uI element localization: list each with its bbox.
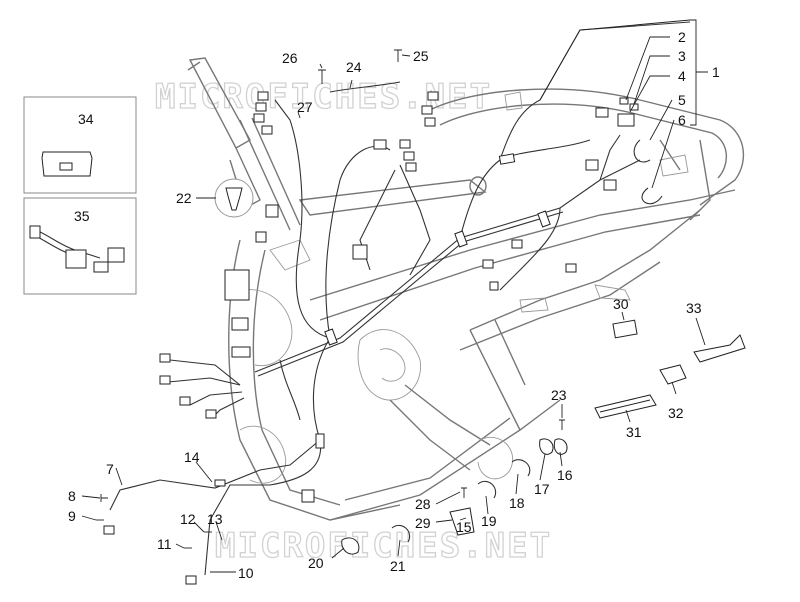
callout-8: 8 [68,488,76,504]
scooter-frame [187,57,745,521]
callout-30: 30 [613,296,629,312]
callout-20: 20 [308,555,324,571]
callout-16: 16 [557,467,573,483]
callout-3: 3 [678,48,686,64]
callout-15: 15 [456,519,472,535]
callout-17: 17 [534,481,550,497]
callout-26: 26 [282,50,298,66]
watermark-top: MICROFICHES.NET [155,77,492,117]
callout-6: 6 [678,112,686,128]
callout-23: 23 [551,387,567,403]
callout-13: 13 [207,511,223,527]
callout-10: 10 [238,565,254,581]
callout-19: 19 [481,513,497,529]
callout-7: 7 [106,461,114,477]
inset-34 [23,96,137,194]
callout-34: 34 [78,111,94,127]
callout-29: 29 [415,515,431,531]
callout-32: 32 [668,405,684,421]
callout-25: 25 [413,48,429,64]
connectors [103,91,635,585]
callout-2: 2 [678,29,686,45]
watermark-group: MICROFICHES.NET MICROFICHES.NET [154,76,552,566]
callout-24: 24 [346,59,362,75]
part-22-grommet [214,178,254,218]
callout-18: 18 [509,495,525,511]
callout-14: 14 [184,449,200,465]
callout-5: 5 [678,92,686,108]
callout-22: 22 [176,190,192,206]
callout-labels: 1 2 3 4 5 6 7 8 9 10 11 12 13 14 15 16 1… [68,29,720,581]
callout-1: 1 [712,64,720,80]
callout-11: 11 [157,536,172,552]
callout-27: 27 [297,99,313,115]
callout-9: 9 [68,508,76,524]
callout-12: 12 [180,511,196,527]
inset-35 [23,197,137,295]
watermark-bottom: MICROFICHES.NET [215,526,552,566]
callout-31: 31 [626,424,642,440]
callout-35: 35 [74,208,90,224]
loose-parts [96,49,746,555]
leader-lines [81,19,708,573]
callout-28: 28 [415,496,431,512]
callout-21: 21 [390,558,406,574]
callout-33: 33 [686,300,702,316]
wiring-harness [109,21,691,576]
callout-4: 4 [678,68,686,84]
